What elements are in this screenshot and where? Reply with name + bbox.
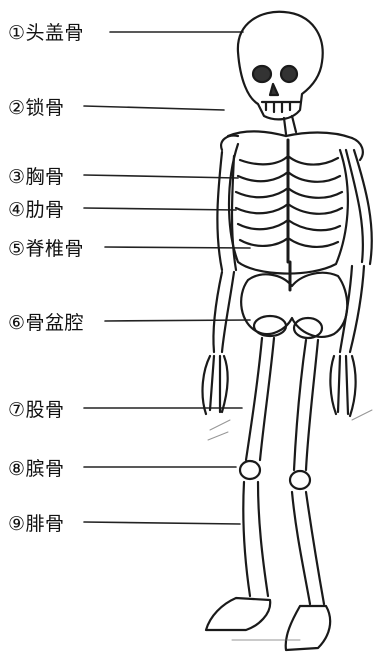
- ribcage-shape: [229, 140, 348, 274]
- pelvis-shape: [241, 273, 347, 338]
- skull-shape: [238, 12, 323, 120]
- label-femur: ⑦股骨: [8, 395, 65, 422]
- shading: [208, 410, 372, 640]
- left-arm-shape: [203, 152, 236, 414]
- leader-lines: [84, 32, 250, 524]
- label-skull: ①头盖骨: [8, 18, 84, 45]
- right-arm-shape: [330, 150, 371, 416]
- label-ribs: ④肋骨: [8, 195, 65, 222]
- left-leg-shape: [206, 338, 274, 630]
- right-leg-shape: [286, 340, 330, 650]
- label-patella: ⑧膑骨: [8, 454, 65, 481]
- clavicle-shape: [228, 131, 352, 138]
- label-sternum: ③胸骨: [8, 162, 65, 189]
- label-pelvis: ⑥骨盆腔: [8, 308, 84, 335]
- label-clavicle: ②锁骨: [8, 93, 65, 120]
- label-spine: ⑤脊椎骨: [8, 234, 84, 261]
- label-fibula: ⑨腓骨: [8, 509, 65, 536]
